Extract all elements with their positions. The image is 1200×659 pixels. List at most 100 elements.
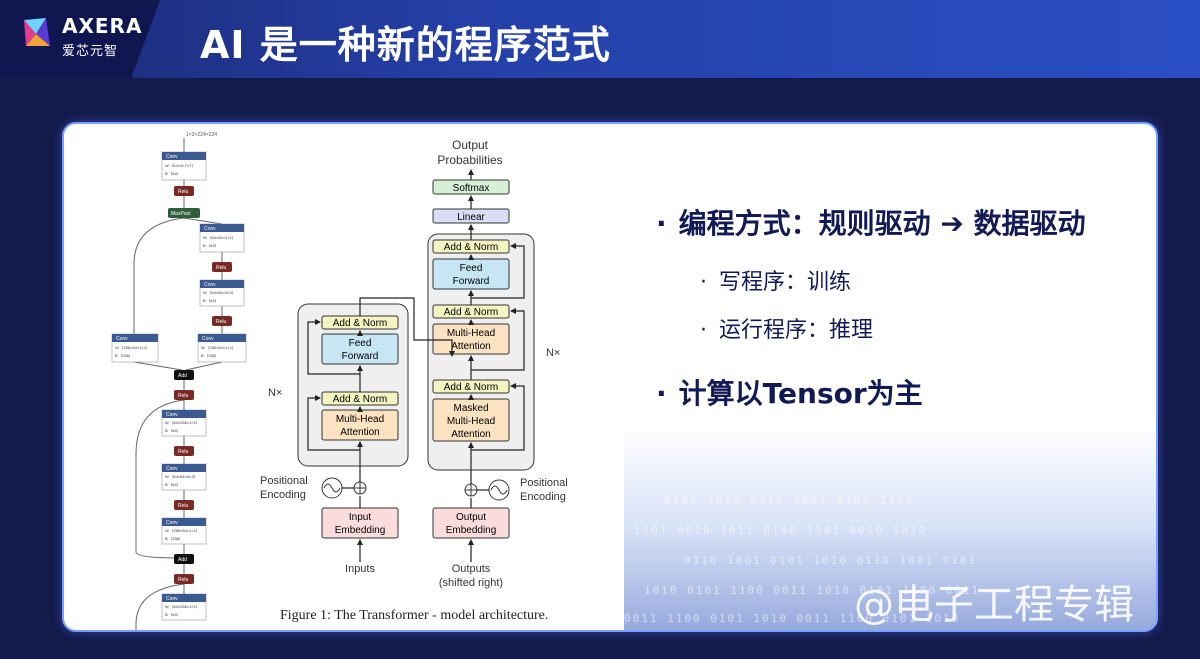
bullet-dot: · <box>656 207 667 240</box>
logo-text-en: AXERA <box>62 14 143 38</box>
decoder-add-norm-1: Add & Norm <box>432 379 510 394</box>
dec-sine-wave-icon <box>488 479 510 501</box>
resnet-maxpool: MaxPool <box>168 208 200 218</box>
svg-text:Relu: Relu <box>178 449 189 455</box>
svg-text:Conv: Conv <box>204 282 216 288</box>
svg-text:Relu: Relu <box>216 319 227 325</box>
enc-plus-icon <box>353 481 367 495</box>
svg-text:Embedding: Embedding <box>335 525 386 536</box>
svg-text:Conv: Conv <box>166 520 178 526</box>
svg-text:Masked: Masked <box>453 403 488 414</box>
resnet-add2: Add <box>174 554 194 564</box>
svg-text:Relu: Relu <box>178 393 189 399</box>
svg-text:Softmax: Softmax <box>453 183 490 194</box>
svg-text:Attention: Attention <box>340 427 379 438</box>
header-bar: AXERA 爱芯元智 AI 是一种新的程序范式 <box>0 0 1200 78</box>
dec-encoding-label: Encoding <box>520 491 566 503</box>
svg-text:W⟨64×64×3×3⟩: W⟨64×64×3×3⟩ <box>203 290 234 295</box>
resnet-conv8: Conv W⟨64×256×1×1⟩ B⟨64⟩ <box>161 593 207 621</box>
svg-text:W⟨64×64×3×3⟩: W⟨64×64×3×3⟩ <box>165 474 196 479</box>
svg-text:B⟨64⟩: B⟨64⟩ <box>165 612 179 617</box>
svg-text:Forward: Forward <box>342 351 379 362</box>
sub-bullet-training: ·写程序：训练 <box>700 270 852 295</box>
binary-background: 0101 1010 0110 1001 0101 1101 1101 0010 … <box>624 424 1156 630</box>
output-probabilities-label-2: Probabilities <box>437 153 502 167</box>
inputs-label: Inputs <box>345 563 375 575</box>
logo-block: AXERA 爱芯元智 <box>0 0 160 78</box>
encoder-add-norm-2: Add & Norm <box>321 315 399 330</box>
outputs-label: Outputs <box>452 563 491 575</box>
figure-caption: Figure 1: The Transformer - model archit… <box>280 608 549 623</box>
svg-text:Input: Input <box>349 512 371 523</box>
resnet-input-label: 1×3×224×224 <box>186 132 217 138</box>
svg-text:Conv: Conv <box>166 412 178 418</box>
svg-text:Add & Norm: Add & Norm <box>333 318 387 329</box>
svg-text:Embedding: Embedding <box>446 525 497 536</box>
slide-title: AI 是一种新的程序范式 <box>200 23 611 67</box>
svg-text:Add & Norm: Add & Norm <box>444 307 498 318</box>
svg-text:Relu: Relu <box>216 265 227 271</box>
svg-text:W⟨64×256×1×1⟩: W⟨64×256×1×1⟩ <box>165 604 198 609</box>
svg-text:Add: Add <box>178 373 187 379</box>
sub-bullet-inference: ·运行程序：推理 <box>700 318 874 343</box>
svg-text:Multi-Head: Multi-Head <box>336 414 384 425</box>
resnet-conv3: Conv W⟨64×64×3×3⟩ B⟨64⟩ <box>199 279 245 307</box>
linear-box: Linear <box>432 208 510 224</box>
svg-text:Attention: Attention <box>451 429 490 440</box>
svg-text:W⟨256×64×1×1⟩: W⟨256×64×1×1⟩ <box>201 345 234 350</box>
svg-text:Conv: Conv <box>166 154 178 160</box>
svg-text:B⟨64⟩: B⟨64⟩ <box>165 428 179 433</box>
resnet-conv-right: Conv W⟨256×64×1×1⟩ B⟨256⟩ <box>197 333 247 363</box>
bullet-tensor-compute: ·计算以Tensor为主 <box>656 377 923 410</box>
resnet-relu2: Relu <box>212 262 232 272</box>
svg-text:Multi-Head: Multi-Head <box>447 416 495 427</box>
svg-text:Linear: Linear <box>457 212 485 223</box>
svg-text:MaxPool: MaxPool <box>171 211 190 217</box>
resnet-conv7: Conv W⟨256×64×1×1⟩ B⟨256⟩ <box>161 517 207 545</box>
svg-text:Output: Output <box>456 512 486 523</box>
bullet-dot: · <box>700 270 707 295</box>
resnet-conv1: Conv W⟨64×3×7×7⟩ B⟨64⟩ <box>161 151 207 181</box>
svg-text:B⟨64⟩: B⟨64⟩ <box>203 243 217 248</box>
encoder-nx-label: N× <box>268 387 282 399</box>
bullet-dot: · <box>700 318 707 343</box>
svg-text:W⟨64×256×1×1⟩: W⟨64×256×1×1⟩ <box>165 420 198 425</box>
svg-text:Conv: Conv <box>204 226 216 232</box>
svg-text:B⟨256⟩: B⟨256⟩ <box>201 353 217 358</box>
output-probabilities-label-1: Output <box>452 138 489 152</box>
resnet-conv-left: Conv W⟨256×64×1×1⟩ B⟨256⟩ <box>111 333 159 363</box>
svg-text:B⟨64⟩: B⟨64⟩ <box>203 298 217 303</box>
svg-text:W⟨64×3×7×7⟩: W⟨64×3×7×7⟩ <box>165 163 193 168</box>
svg-text:Conv: Conv <box>202 336 214 342</box>
resnet-conv5: Conv W⟨64×256×1×1⟩ B⟨64⟩ <box>161 409 207 437</box>
svg-text:Conv: Conv <box>116 336 128 342</box>
resnet-relu1: Relu <box>174 186 194 196</box>
decoder-add-norm-2: Add & Norm <box>432 304 510 319</box>
svg-text:W⟨256×64×1×1⟩: W⟨256×64×1×1⟩ <box>115 345 148 350</box>
enc-encoding-label: Encoding <box>260 489 306 501</box>
svg-text:Relu: Relu <box>178 189 189 195</box>
logo-text-cn: 爱芯元智 <box>62 44 119 59</box>
svg-text:Conv: Conv <box>166 596 178 602</box>
decoder-nx-label: N× <box>546 347 560 359</box>
svg-text:Multi-Head: Multi-Head <box>447 328 495 339</box>
axera-logo-icon <box>24 18 50 46</box>
watermark: @电子工程专辑 <box>854 582 1134 628</box>
shifted-right-label: (shifted right) <box>439 577 503 589</box>
svg-text:B⟨256⟩: B⟨256⟩ <box>115 353 131 358</box>
svg-text:B⟨64⟩: B⟨64⟩ <box>165 171 179 176</box>
bullet-programming-paradigm: ·编程方式：规则驱动 ➔ 数据驱动 <box>656 207 1086 240</box>
svg-text:Relu: Relu <box>178 503 189 509</box>
svg-text:Forward: Forward <box>453 276 490 287</box>
svg-text:Add: Add <box>178 557 187 563</box>
transformer-diagram: Output Probabilities Softmax Linear Add … <box>260 138 568 589</box>
svg-text:Add & Norm: Add & Norm <box>444 242 498 253</box>
resnet-conv2: Conv W⟨64×64×1×1⟩ B⟨64⟩ <box>199 223 245 253</box>
decoder-add-norm-3: Add & Norm <box>432 239 510 254</box>
resnet-relu5: Relu <box>174 446 194 456</box>
